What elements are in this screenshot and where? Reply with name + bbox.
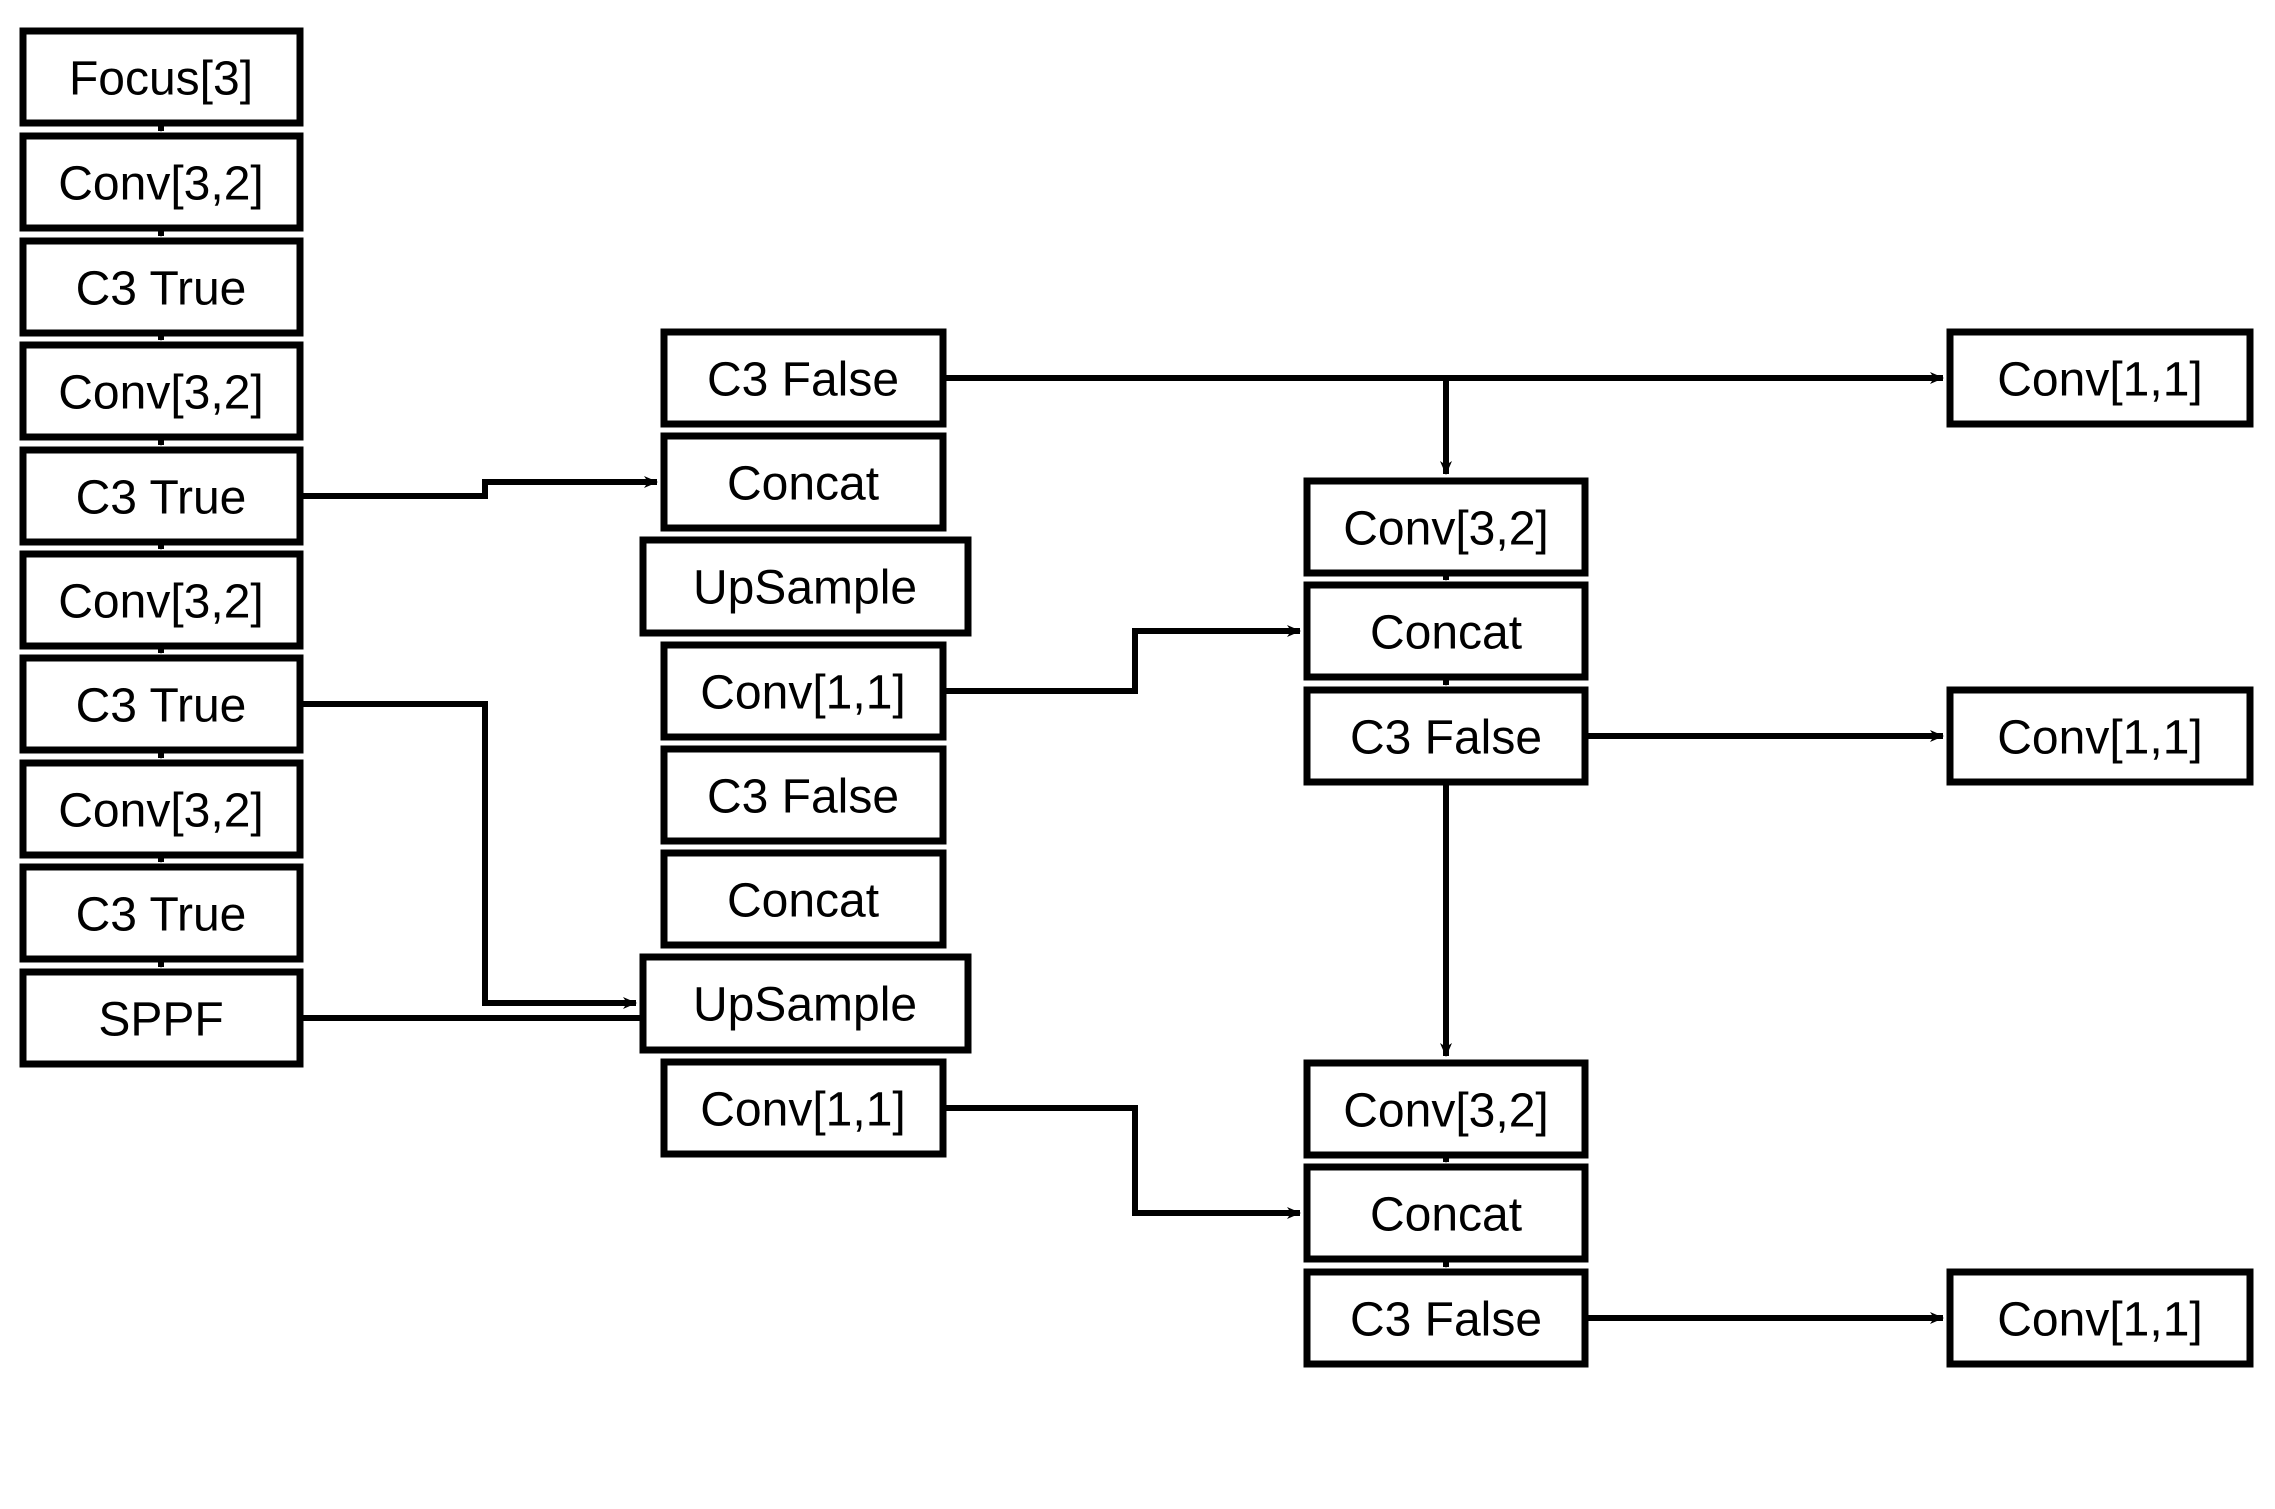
node-head-conv32-1[interactable]: Conv[3,2] (1303, 477, 1589, 577)
node-focus-box[interactable] (19, 27, 304, 127)
node-head-c3false-2-box[interactable] (1303, 1268, 1589, 1368)
node-neck-c3false-top-box[interactable] (660, 328, 947, 428)
edge-c3b-to-concat-upper (300, 476, 658, 499)
node-backbone-c3-2-box[interactable] (19, 446, 304, 546)
node-neck-c3false-2-box[interactable] (660, 745, 947, 845)
node-backbone-conv-1-box[interactable] (19, 132, 304, 232)
node-detect-conv11-small-box[interactable] (1946, 328, 2254, 428)
node-neck-conv11-1[interactable]: Conv[1,1] (660, 641, 947, 741)
node-neck-concat-2[interactable]: Concat (660, 849, 947, 949)
edges-layer (155, 118, 1944, 1324)
edge-conv11-middle-to-concat-head-upper (943, 625, 1301, 694)
node-neck-upsample-2-box[interactable] (639, 953, 972, 1054)
node-head-concat-1-box[interactable] (1303, 581, 1589, 681)
node-neck-upsample-2[interactable]: UpSample (639, 953, 972, 1054)
node-backbone-conv-2[interactable]: Conv[3,2] (19, 341, 304, 441)
node-detect-conv11-medium-box[interactable] (1946, 686, 2254, 786)
node-head-conv32-2-box[interactable] (1303, 1059, 1589, 1159)
node-detect-conv11-large[interactable]: Conv[1,1] (1946, 1268, 2254, 1368)
edge-c3c-to-upsample-lower (300, 701, 637, 1009)
node-head-conv32-1-box[interactable] (1303, 477, 1589, 577)
node-neck-concat-2-box[interactable] (660, 849, 947, 949)
node-backbone-c3-1[interactable]: C3 True (19, 237, 304, 337)
node-detect-conv11-small[interactable]: Conv[1,1] (1946, 328, 2254, 428)
node-head-c3false-1[interactable]: C3 False (1303, 686, 1589, 786)
node-backbone-c3-2[interactable]: C3 True (19, 446, 304, 546)
node-head-concat-2[interactable]: Concat (1303, 1163, 1589, 1263)
node-backbone-conv-1[interactable]: Conv[3,2] (19, 132, 304, 232)
node-neck-upsample-1[interactable]: UpSample (639, 536, 972, 637)
node-neck-c3false-top[interactable]: C3 False (660, 328, 947, 428)
node-backbone-c3-4-box[interactable] (19, 863, 304, 963)
node-backbone-c3-3[interactable]: C3 True (19, 654, 304, 754)
node-neck-concat-1-box[interactable] (660, 432, 947, 532)
node-backbone-conv-3[interactable]: Conv[3,2] (19, 550, 304, 650)
node-sppf-box[interactable] (19, 968, 304, 1068)
node-head-c3false-2[interactable]: C3 False (1303, 1268, 1589, 1368)
node-neck-conv11-1-box[interactable] (660, 641, 947, 741)
node-neck-conv11-2-box[interactable] (660, 1058, 947, 1158)
node-sppf[interactable]: SPPF (19, 968, 304, 1068)
node-neck-c3false-2[interactable]: C3 False (660, 745, 947, 845)
node-backbone-conv-4-box[interactable] (19, 759, 304, 859)
node-neck-conv11-2[interactable]: Conv[1,1] (660, 1058, 947, 1158)
node-backbone-c3-1-box[interactable] (19, 237, 304, 337)
node-focus[interactable]: Focus[3] (19, 27, 304, 127)
node-backbone-conv-2-box[interactable] (19, 341, 304, 441)
node-backbone-conv-4[interactable]: Conv[3,2] (19, 759, 304, 859)
node-detect-conv11-medium[interactable]: Conv[1,1] (1946, 686, 2254, 786)
node-backbone-conv-3-box[interactable] (19, 550, 304, 650)
node-head-c3false-1-box[interactable] (1303, 686, 1589, 786)
node-head-concat-2-box[interactable] (1303, 1163, 1589, 1263)
node-backbone-c3-4[interactable]: C3 True (19, 863, 304, 963)
node-head-conv32-2[interactable]: Conv[3,2] (1303, 1059, 1589, 1159)
node-backbone-c3-3-box[interactable] (19, 654, 304, 754)
node-head-concat-1[interactable]: Concat (1303, 581, 1589, 681)
node-detect-conv11-large-box[interactable] (1946, 1268, 2254, 1368)
node-neck-concat-1[interactable]: Concat (660, 432, 947, 532)
edge-conv11-bottom-to-concat-head-lower (943, 1105, 1301, 1219)
node-neck-upsample-1-box[interactable] (639, 536, 972, 637)
